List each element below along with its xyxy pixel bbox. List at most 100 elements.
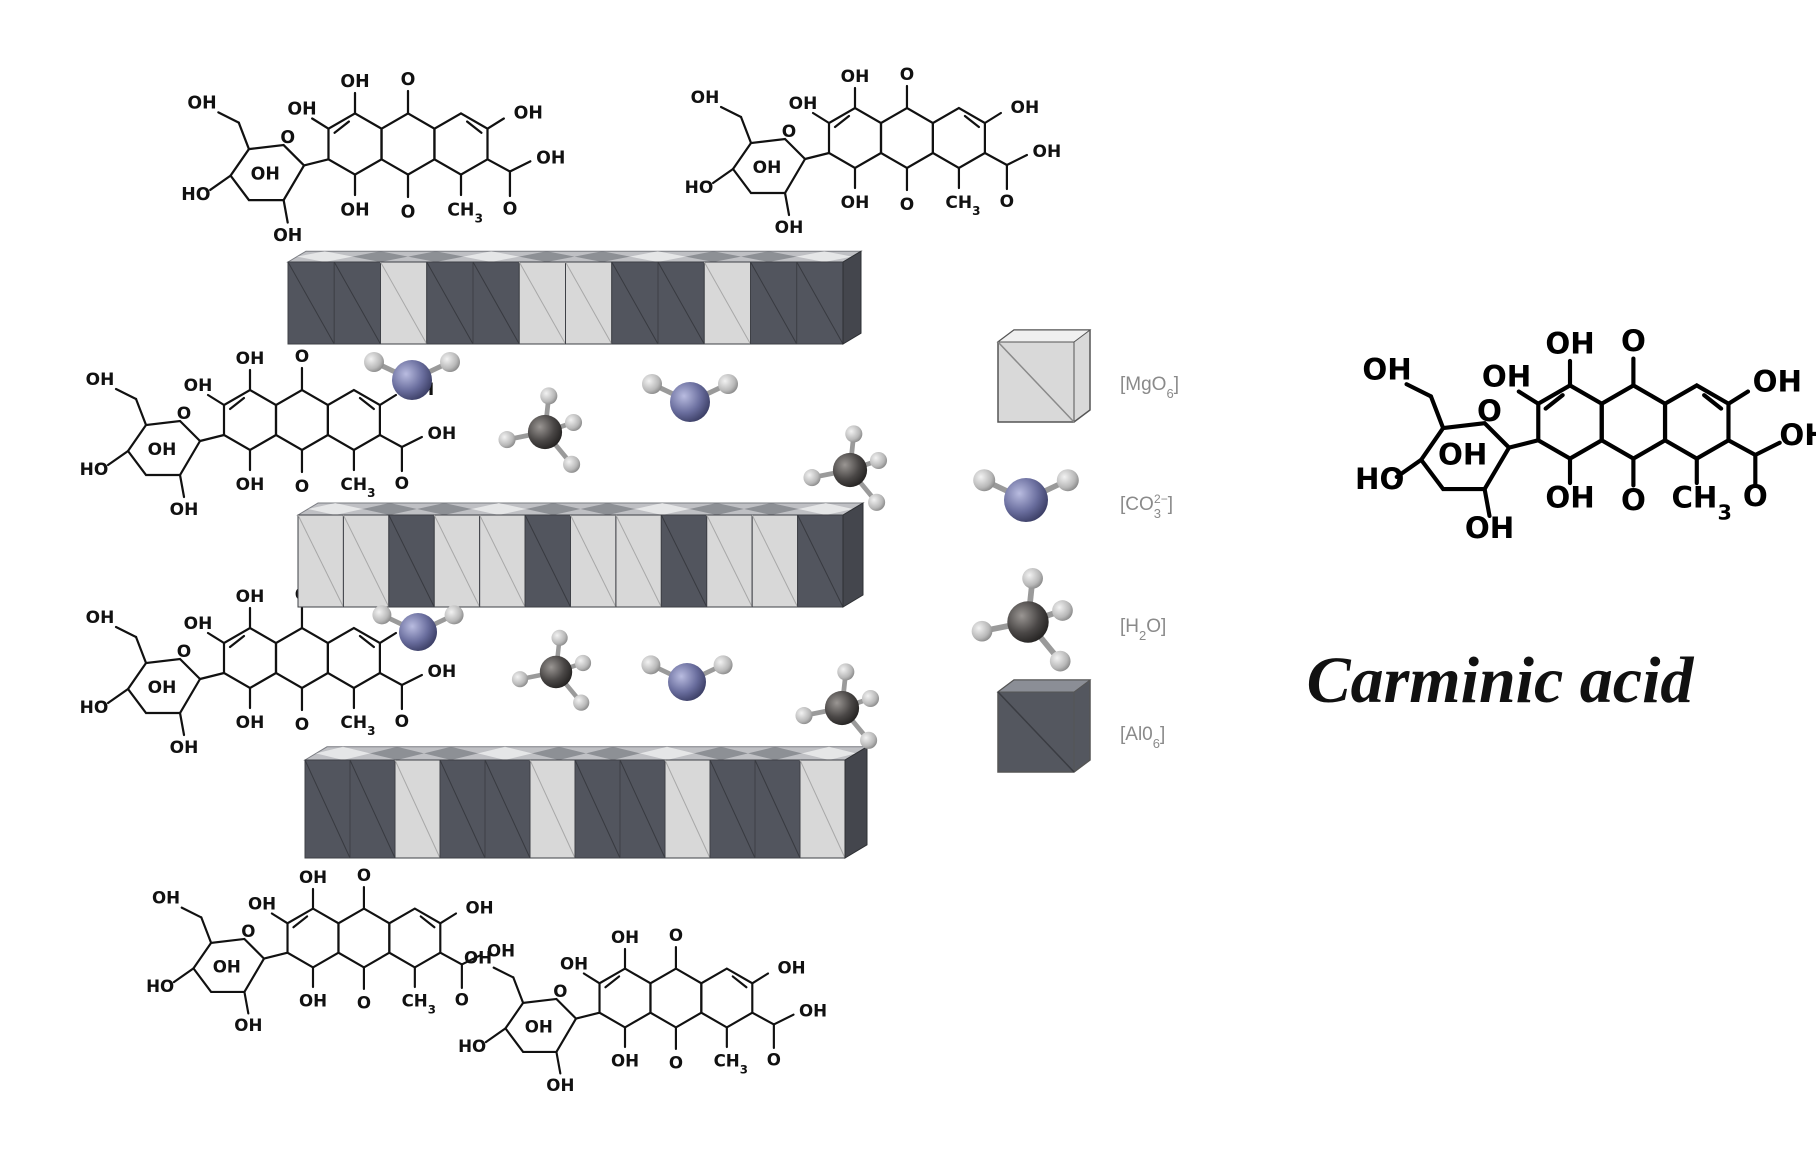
atom-label: O (503, 199, 518, 219)
atom-label: OH (1779, 418, 1816, 452)
atom-label: OH (234, 1016, 262, 1035)
atom-label: OH (841, 193, 870, 213)
atom-label: O (669, 926, 683, 945)
atom-label: O (357, 994, 371, 1013)
atom-label: OH (691, 88, 720, 108)
atom-label: OH (1011, 98, 1040, 118)
atom-label: OH (841, 67, 870, 87)
atom-label: OH (1482, 360, 1531, 394)
atom-label: O (280, 128, 295, 148)
atom-label: OH (1753, 365, 1802, 399)
atom-label: O (767, 1051, 781, 1070)
atom-label: O (1621, 483, 1646, 517)
hydroxide-layer-bottom (303, 745, 869, 859)
atom-label: HO (1355, 462, 1404, 496)
atom-label: O (1000, 192, 1014, 212)
h2o-molecule (498, 387, 583, 473)
legend-item-co3: [CO32−] (973, 469, 1173, 522)
legend-item-h2o: [H2O] (971, 567, 1166, 672)
atom-label: OH (428, 424, 457, 444)
atom-label: OH (789, 94, 818, 114)
co3-molecule (364, 352, 460, 400)
atom-label: CH3 (340, 475, 375, 500)
legend-label: [Al06] (1120, 724, 1165, 751)
atom-label: O (357, 866, 371, 885)
atom-label: HO (80, 698, 109, 718)
atom-label: O (395, 712, 409, 732)
atom-label: OH (287, 99, 316, 119)
atom-label: O (295, 347, 309, 367)
co3-molecule (641, 655, 733, 701)
legend-item-mgo6: [MgO6] (996, 329, 1179, 423)
hydroxide-layer-middle (296, 502, 865, 608)
hydroxide-layers (286, 250, 869, 859)
atom-label: OH (236, 475, 265, 495)
atom-label: O (395, 474, 409, 494)
atom-label: OH (213, 957, 241, 976)
atom-label: HO (181, 185, 210, 205)
atom-label: OH (464, 949, 492, 968)
atom-label: OH (187, 93, 216, 113)
atom-label: O (1477, 394, 1502, 428)
atom-label: O (1743, 479, 1768, 513)
atom-label: HO (80, 460, 109, 480)
atom-label: CH3 (447, 200, 483, 225)
atom-label: OH (184, 376, 213, 396)
atom-label: OH (248, 895, 276, 914)
atom-label: OH (1362, 352, 1411, 386)
light-octahedron-icon (996, 329, 1092, 423)
atom-label: OH (340, 200, 369, 220)
atom-label: OH (236, 587, 265, 607)
atom-label: OH (428, 662, 457, 682)
atom-label: OH (775, 218, 804, 238)
legend-label: [MgO6] (1120, 374, 1179, 401)
atom-label: OH (152, 889, 180, 908)
atom-label: CH3 (402, 992, 436, 1017)
atom-label: O (177, 404, 191, 424)
atom-label: OH (148, 678, 177, 698)
atom-label: O (900, 195, 914, 215)
atom-label: HO (458, 1037, 486, 1056)
atom-label: OH (1545, 480, 1594, 514)
h2o-molecule (795, 663, 880, 749)
atom-label: O (669, 1054, 683, 1073)
atom-label: OH (514, 104, 543, 124)
atom-label: HO (685, 178, 714, 198)
atom-label: OH (184, 614, 213, 634)
h2o-molecule (803, 425, 888, 511)
compound-title: Carminic acid (1307, 644, 1695, 717)
atom-label: OH (560, 955, 588, 974)
atom-label: CH3 (1671, 480, 1731, 524)
carminic-acid-molecules: OOOHOHOHOHOOHCH3OOHHOOHOHOOOHOHOHOHOOHCH… (80, 65, 1062, 1095)
atom-label: OH (1438, 438, 1487, 472)
atom-label: O (1621, 324, 1646, 358)
legend-label: [CO32−] (1120, 492, 1173, 521)
atom-label: OH (611, 928, 639, 947)
legend-item-alo6: [Al06] (996, 679, 1165, 773)
atom-label: OH (273, 226, 302, 246)
atom-label: OH (536, 148, 565, 168)
atom-label: OH (777, 959, 805, 978)
h2o-molecule (511, 629, 592, 711)
atom-label: O (900, 65, 914, 85)
atom-label: OH (465, 899, 493, 918)
co3-molecule (372, 605, 464, 651)
atom-label: OH (86, 370, 115, 390)
legend-label: [H2O] (1120, 616, 1166, 643)
atom-label: OH (148, 440, 177, 460)
atom-label: O (295, 477, 309, 497)
atom-label: O (241, 922, 255, 941)
atom-label: CH3 (945, 193, 980, 218)
atom-label: OH (1465, 511, 1514, 545)
atom-label: OH (546, 1076, 574, 1095)
